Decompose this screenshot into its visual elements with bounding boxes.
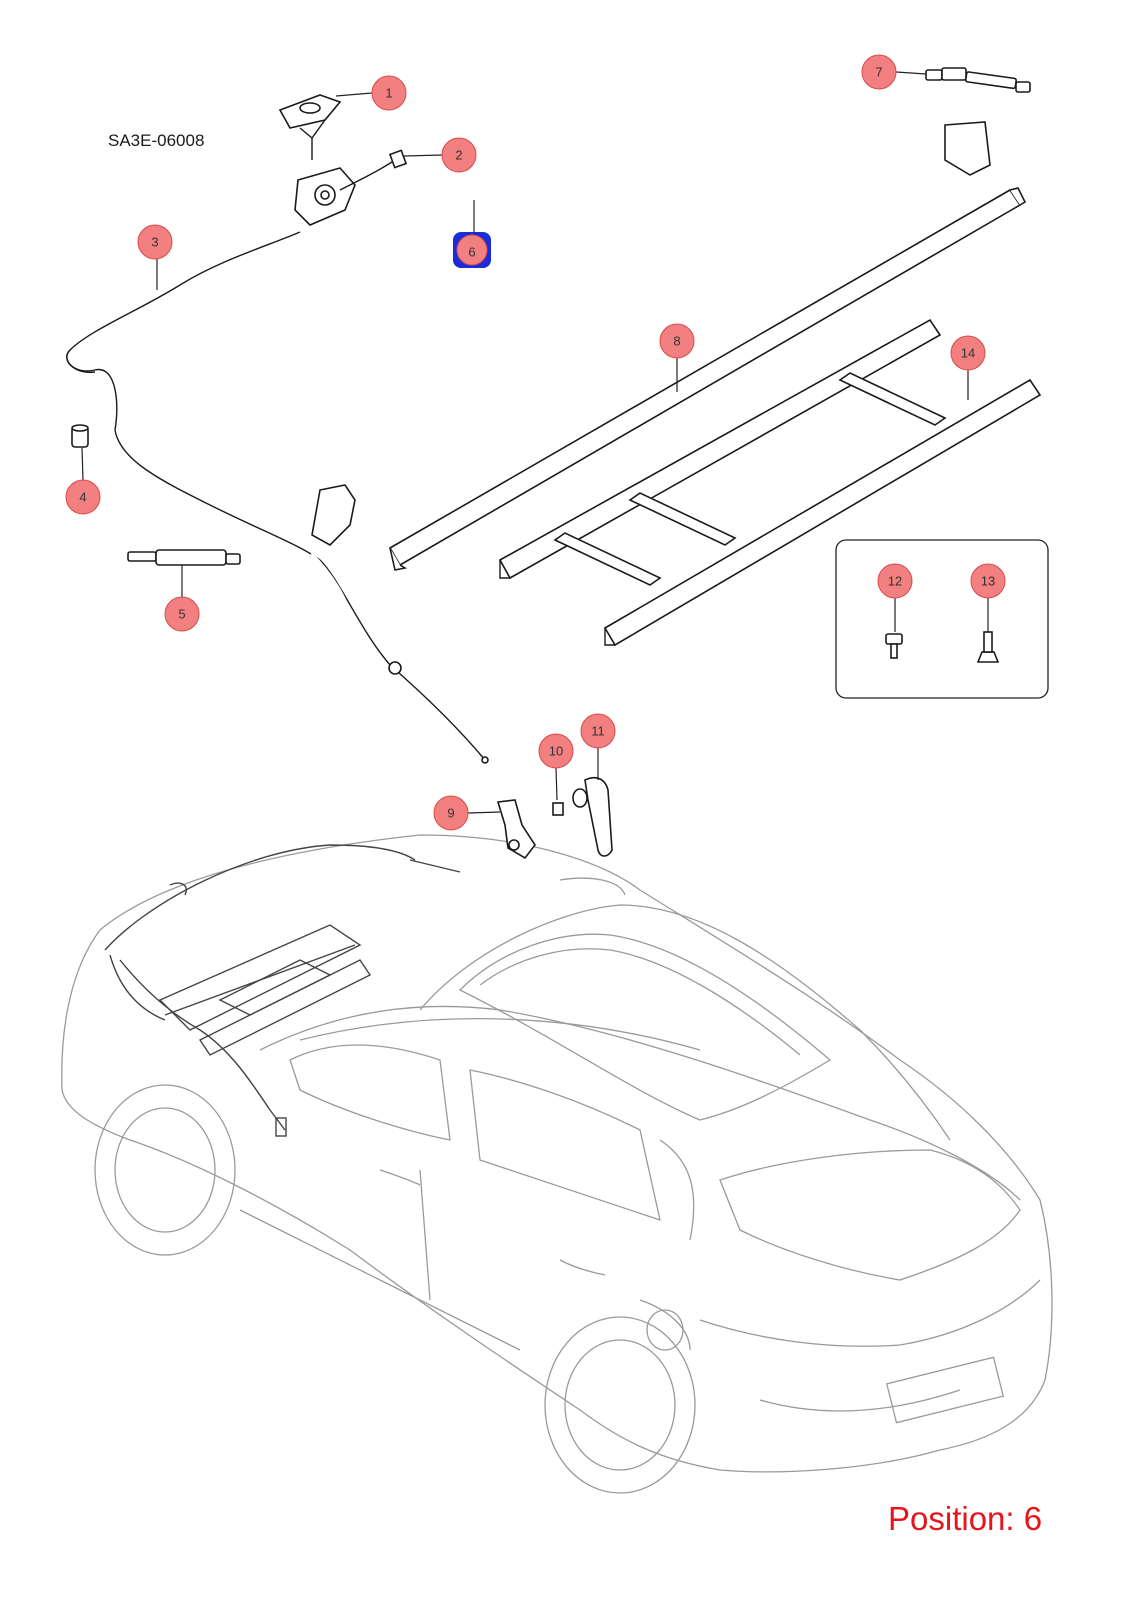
callout-6-label: 6 (468, 245, 475, 260)
callout-2[interactable]: 2 (441, 137, 477, 173)
part-12-bolt (885, 633, 903, 659)
callout-7[interactable]: 7 (861, 54, 897, 90)
callout-8-label: 8 (673, 334, 680, 349)
callout-9[interactable]: 9 (433, 795, 469, 831)
part-10-clip (552, 802, 564, 816)
part-6-drain-hose (215, 96, 991, 546)
callout-3-label: 3 (151, 235, 158, 250)
part-7-strut (925, 67, 1031, 93)
callout-5-label: 5 (178, 607, 185, 622)
callout-7-label: 7 (875, 65, 882, 80)
callout-10[interactable]: 10 (538, 733, 574, 769)
part-2-motor (294, 149, 408, 226)
position-indicator: Position: 6 (888, 1500, 1043, 1537)
callout-4[interactable]: 4 (65, 479, 101, 515)
callout-14-label: 14 (961, 346, 975, 361)
callout-8[interactable]: 8 (659, 323, 695, 359)
callout-13[interactable]: 13 (970, 563, 1006, 599)
callout-5[interactable]: 5 (164, 596, 200, 632)
callout-12-label: 12 (888, 574, 902, 589)
installed-sunroof-assembly (104, 844, 461, 1137)
part-5-strut (127, 549, 241, 566)
part-4-grommet (71, 424, 89, 448)
part-1-bracket (278, 94, 342, 160)
part-9-mechanism (496, 799, 536, 860)
callout-3[interactable]: 3 (137, 224, 173, 260)
callout-11[interactable]: 11 (580, 713, 616, 749)
part-8-rail (388, 187, 1027, 571)
part-11-handle (572, 776, 613, 857)
callout-2-label: 2 (455, 148, 462, 163)
vehicle-outline (61, 834, 1053, 1494)
part-13-clip-fastener (976, 631, 1000, 663)
fastener-inset-box (835, 539, 1049, 699)
callout-4-label: 4 (79, 490, 86, 505)
callout-1[interactable]: 1 (371, 75, 407, 111)
callout-14[interactable]: 14 (950, 335, 986, 371)
callout-6[interactable]: 6 (453, 232, 491, 268)
leader-lines (81, 71, 989, 814)
callout-13-label: 13 (981, 574, 995, 589)
part-3-cable (66, 231, 489, 764)
callout-9-label: 9 (447, 806, 454, 821)
callout-11-label: 11 (591, 724, 605, 739)
part-14-frame (498, 318, 1042, 647)
diagram-code: SA3E-06008 (108, 131, 205, 150)
callout-10-label: 10 (549, 744, 563, 759)
callout-1-label: 1 (385, 86, 392, 101)
callout-12[interactable]: 12 (877, 563, 913, 599)
